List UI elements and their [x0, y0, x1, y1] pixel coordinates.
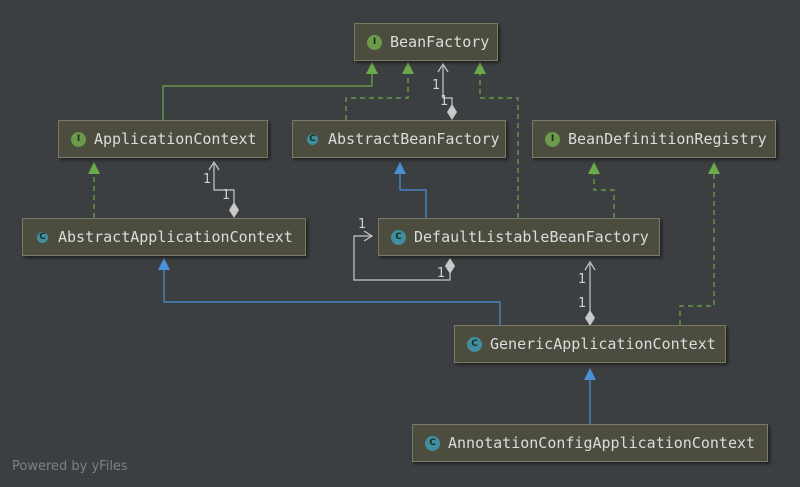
edge-dlbf-beanfactory	[479, 72, 519, 218]
node-label: BeanFactory	[390, 33, 490, 51]
node-bean-factory[interactable]: I BeanFactory	[354, 23, 498, 61]
arrowhead-implements	[474, 62, 486, 74]
class-icon: C	[467, 336, 482, 352]
multiplicity-label: 1	[222, 188, 231, 203]
edge-gac-bdr-1	[593, 172, 615, 218]
arrowhead-implements	[708, 162, 720, 174]
multiplicity-label: 1	[358, 217, 367, 232]
abstract-class-icon: C	[35, 229, 50, 245]
edge-dlbf-absbf	[399, 172, 427, 218]
node-application-context[interactable]: I ApplicationContext	[58, 120, 268, 158]
interface-icon: I	[367, 34, 382, 50]
arrowhead-extends	[394, 162, 406, 174]
arrowhead-open	[363, 230, 374, 242]
node-bean-definition-registry[interactable]: I BeanDefinitionRegistry	[532, 120, 776, 158]
node-generic-application-context[interactable]: C GenericApplicationContext	[454, 325, 726, 363]
multiplicity-label: 1	[578, 272, 587, 287]
multiplicity-label: 1	[440, 94, 449, 109]
arrowhead-open	[208, 160, 220, 171]
node-label: ApplicationContext	[94, 130, 257, 148]
node-label: GenericApplicationContext	[490, 335, 716, 353]
node-label: DefaultListableBeanFactory	[414, 228, 649, 246]
arrowhead-implements	[402, 62, 414, 74]
arrowhead-implements	[366, 62, 378, 74]
arrowhead-implements	[88, 162, 100, 174]
node-label: BeanDefinitionRegistry	[568, 130, 767, 148]
edge-aac-appctx-assoc	[213, 164, 235, 203]
multiplicity-label: 1	[437, 266, 446, 281]
node-abstract-bean-factory[interactable]: C AbstractBeanFactory	[292, 120, 506, 158]
aggregation-diamond	[229, 202, 239, 218]
multiplicity-label: 1	[578, 296, 587, 311]
aggregation-diamond	[445, 258, 455, 274]
aggregation-diamond	[447, 104, 457, 120]
node-abstract-application-context[interactable]: C AbstractApplicationContext	[22, 218, 306, 256]
multiplicity-label: 1	[432, 78, 441, 93]
aggregation-diamond	[585, 310, 595, 326]
node-annotation-config-application-context[interactable]: C AnnotationConfigApplicationContext	[412, 424, 768, 462]
interface-icon: I	[545, 131, 560, 147]
abstract-class-icon: C	[305, 131, 320, 147]
interface-icon: I	[71, 131, 86, 147]
edge-absbf-beanfactory	[345, 72, 409, 120]
edge-gac-aac	[163, 268, 501, 325]
arrowhead-open	[437, 62, 449, 73]
edge-dlbf-self	[353, 235, 451, 281]
arrowhead-implements	[588, 162, 600, 174]
powered-by-footer: Powered by yFiles	[12, 459, 128, 474]
arrowhead-extends	[158, 258, 170, 270]
class-icon: C	[391, 229, 406, 245]
arrowhead-extends	[584, 368, 596, 380]
multiplicity-label: 1	[203, 172, 212, 187]
arrowhead-open	[584, 260, 596, 271]
node-default-listable-bean-factory[interactable]: C DefaultListableBeanFactory	[378, 218, 660, 256]
node-label: AbstractApplicationContext	[58, 228, 293, 246]
edge-gac-bdr-2	[679, 172, 715, 325]
node-label: AnnotationConfigApplicationContext	[448, 434, 756, 452]
node-label: AbstractBeanFactory	[328, 130, 500, 148]
class-icon: C	[425, 435, 440, 451]
edge-appctx-beanfactory	[162, 72, 373, 120]
